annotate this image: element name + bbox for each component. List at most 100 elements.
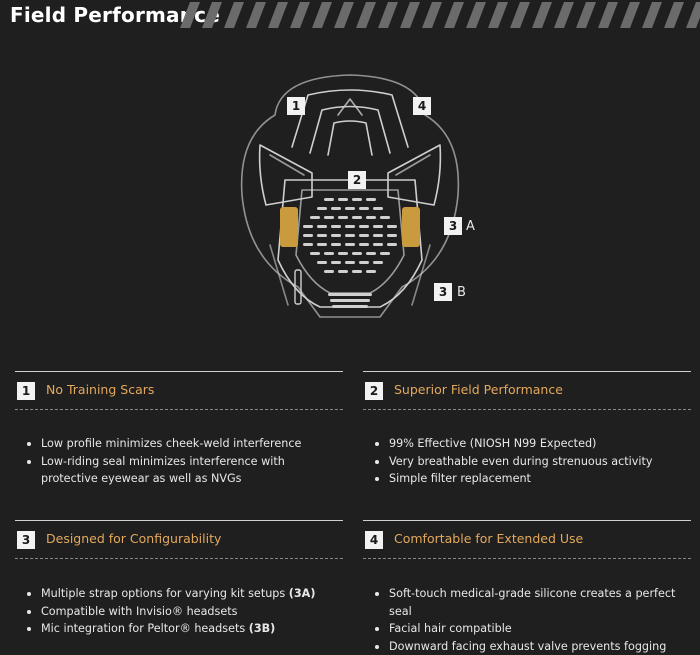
section-3-number: 3 — [17, 531, 35, 549]
list-item: Mic integration for Peltor® headsets (3B… — [27, 620, 343, 638]
list-item: Compatible with Invisio® headsets — [27, 603, 343, 621]
filter-slot — [366, 198, 376, 201]
section-4-header: 4 Comfortable for Extended Use — [363, 520, 691, 559]
header-stripe — [510, 2, 530, 28]
filter-slot — [345, 234, 355, 237]
filter-slot — [380, 216, 390, 219]
filter-slot — [338, 270, 348, 273]
filter-slot — [331, 243, 341, 246]
filter-slot — [324, 270, 334, 273]
header-stripe — [576, 2, 596, 28]
header-stripe — [620, 2, 640, 28]
header-stripe — [488, 2, 508, 28]
section-2-number: 2 — [365, 382, 383, 400]
list-item: Low profile minimizes cheek-weld interfe… — [27, 435, 343, 453]
filter-slot — [380, 252, 390, 255]
filter-slot — [359, 261, 369, 264]
filter-slot — [373, 207, 383, 210]
filter-slot — [387, 243, 397, 246]
page-header: Field Performance — [0, 0, 700, 34]
header-stripe — [598, 2, 618, 28]
header-stripe — [554, 2, 574, 28]
filter-slot — [352, 216, 362, 219]
filter-slot — [373, 261, 383, 264]
section-1-bullets: Low profile minimizes cheek-weld interfe… — [15, 435, 343, 488]
header-stripe — [378, 2, 398, 28]
header-stripe — [532, 2, 552, 28]
diagram-label-1: 1 — [287, 97, 305, 115]
list-item: Facial hair compatible — [375, 620, 691, 638]
filter-slot — [331, 207, 341, 210]
filter-slot — [324, 252, 334, 255]
header-stripe — [312, 2, 332, 28]
filter-slot — [373, 234, 383, 237]
filter-slot — [303, 234, 313, 237]
filter-slot — [352, 252, 362, 255]
respirator-diagram — [240, 74, 460, 318]
filter-slot — [352, 270, 362, 273]
filter-slot — [338, 216, 348, 219]
list-item: Low-riding seal minimizes interference w… — [27, 453, 343, 488]
header-stripe — [246, 2, 266, 28]
filter-slot — [317, 261, 327, 264]
filter-slot — [331, 234, 341, 237]
list-item: Downward facing exhaust valve prevents f… — [375, 638, 691, 655]
filter-slot — [317, 234, 327, 237]
filter-slot — [359, 243, 369, 246]
header-stripe — [356, 2, 376, 28]
list-item: Multiple strap options for varying kit s… — [27, 585, 343, 603]
filter-slot — [345, 225, 355, 228]
filter-slot — [338, 252, 348, 255]
header-stripe — [444, 2, 464, 28]
header-stripe — [400, 2, 420, 28]
filter-slot — [317, 243, 327, 246]
header-stripe — [642, 2, 662, 28]
filter-slot — [345, 207, 355, 210]
filter-slot — [366, 252, 376, 255]
diagram-label-2: 2 — [348, 171, 366, 189]
section-3-bullets: Multiple strap options for varying kit s… — [15, 585, 343, 638]
diagram-label-3a-letter: A — [466, 219, 475, 234]
header-stripe — [202, 2, 222, 28]
filter-slot — [387, 225, 397, 228]
filter-slot — [303, 225, 313, 228]
filter-slot — [366, 270, 376, 273]
section-3-title: Designed for Configurability — [46, 531, 222, 546]
diagram-label-3a: 3 — [444, 217, 462, 235]
header-stripe — [268, 2, 288, 28]
header-stripe — [180, 2, 200, 28]
header-stripe — [466, 2, 486, 28]
section-2-bullets: 99% Effective (NIOSH N99 Expected) Very … — [363, 435, 691, 488]
header-stripe — [290, 2, 310, 28]
filter-slot — [373, 225, 383, 228]
filter-slot — [359, 234, 369, 237]
filter-slot — [359, 225, 369, 228]
filter-slot — [331, 261, 341, 264]
section-2-header: 2 Superior Field Performance — [363, 371, 691, 410]
filter-slot — [303, 243, 313, 246]
list-item: Soft-touch medical-grade silicone create… — [375, 585, 691, 620]
diagram-label-4: 4 — [413, 97, 431, 115]
filter-slot — [373, 243, 383, 246]
header-stripe — [686, 2, 700, 28]
header-stripe — [334, 2, 354, 28]
diagram-label-3b: 3 — [434, 283, 452, 301]
section-4-title: Comfortable for Extended Use — [394, 531, 584, 546]
filter-slot — [310, 252, 320, 255]
header-stripe — [224, 2, 244, 28]
list-item: Simple filter replacement — [375, 470, 691, 488]
section-1-number: 1 — [17, 382, 35, 400]
filter-slot — [345, 243, 355, 246]
filter-slot — [331, 225, 341, 228]
section-1-title: No Training Scars — [46, 382, 155, 397]
filter-slot — [345, 261, 355, 264]
filter-slot — [359, 207, 369, 210]
list-item: Very breathable even during strenuous ac… — [375, 453, 691, 471]
filter-slot — [366, 216, 376, 219]
section-3-header: 3 Designed for Configurability — [15, 520, 343, 559]
filter-slot — [352, 198, 362, 201]
filter-slot — [324, 216, 334, 219]
section-4-number: 4 — [365, 531, 383, 549]
filter-slot — [317, 225, 327, 228]
header-stripes — [180, 2, 700, 28]
